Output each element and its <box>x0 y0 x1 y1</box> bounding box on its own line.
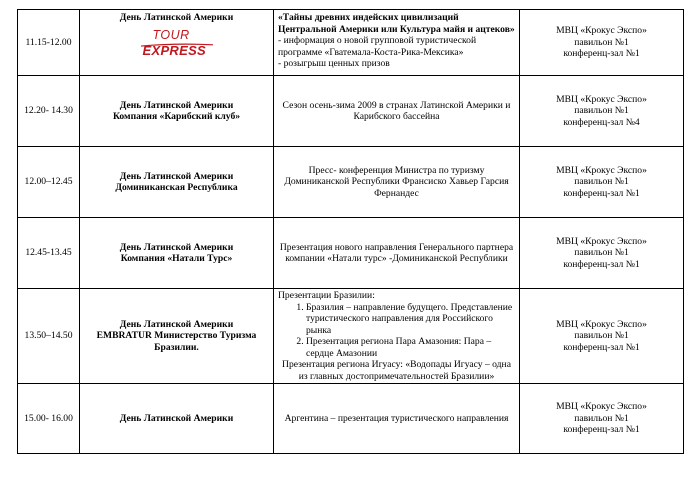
description-line: Сезон осень-зима 2009 в странах Латинско… <box>282 99 511 123</box>
event-cell: День Латинской Америки Доминиканская Рес… <box>79 146 274 218</box>
list-item: Презентация региона Пара Амазония: Пара … <box>306 336 515 359</box>
event-cell: День Латинской Америки Компания «Карибск… <box>79 75 274 147</box>
description-cell: Презентации Бразилии: Бразилия – направл… <box>273 288 520 384</box>
event-cell: День Латинской Америки <box>79 383 274 454</box>
event-cell: День Латинской Америки TOUR EXPRESS <box>79 9 274 76</box>
pavilion: павильон №1 <box>574 105 629 117</box>
description-line: Пресс- конференция Министра по туризму Д… <box>284 164 509 199</box>
place-cell: МВЦ «Крокус Экспо» павильон №1 конференц… <box>519 383 684 454</box>
description-line: Презентация нового направления Генеральн… <box>279 241 514 265</box>
event-title: День Латинской Америки <box>119 318 234 330</box>
logo-line1: TOUR <box>152 27 190 42</box>
event-title: День Латинской Америки <box>119 241 234 253</box>
venue: МВЦ «Крокус Экспо» <box>556 93 647 105</box>
time-cell: 11.15-12.00 <box>17 9 80 76</box>
place-cell: МВЦ «Крокус Экспо» павильон №1 конференц… <box>519 9 684 76</box>
time-cell: 15.00- 16.00 <box>17 383 80 454</box>
table-row: 12.00–12.45 День Латинской Америки Домин… <box>17 146 684 218</box>
description-cell: Аргентина – презентация туристического н… <box>273 383 520 454</box>
event-title: День Латинской Америки <box>119 99 234 111</box>
description-line: - информация о новой групповой туристиче… <box>278 35 477 58</box>
description-line: - розыгрыш ценных призов <box>278 58 390 69</box>
time-cell: 12.20- 14.30 <box>17 75 80 147</box>
place-cell: МВЦ «Крокус Экспо» павильон №1 конференц… <box>519 288 684 384</box>
time-cell: 12.00–12.45 <box>17 146 80 218</box>
event-cell: День Латинской Америки EMBRATUR Министер… <box>79 288 274 384</box>
table-row: 12.45-13.45 День Латинской Америки Компа… <box>17 217 684 289</box>
venue: МВЦ «Крокус Экспо» <box>556 318 647 330</box>
presentation-list: Бразилия – направление будущего. Предста… <box>278 302 515 360</box>
event-title: День Латинской Америки <box>119 170 234 182</box>
description-cell: Пресс- конференция Министра по туризму Д… <box>273 146 520 218</box>
logo-swoosh-icon <box>140 42 213 47</box>
description-outro: Презентация региона Игуасу: «Водопады Иг… <box>282 359 511 382</box>
tour-express-logo: TOUR EXPRESS <box>139 27 215 61</box>
place-cell: МВЦ «Крокус Экспо» павильон №1 конференц… <box>519 146 684 218</box>
time-cell: 13.50–14.50 <box>17 288 80 384</box>
time-cell: 12.45-13.45 <box>17 217 80 289</box>
venue: МВЦ «Крокус Экспо» <box>556 235 647 247</box>
table-row: 12.20- 14.30 День Латинской Америки Комп… <box>17 75 684 147</box>
hall: конференц-зал №1 <box>563 341 640 353</box>
pavilion: павильон №1 <box>574 247 629 259</box>
place-cell: МВЦ «Крокус Экспо» павильон №1 конференц… <box>519 217 684 289</box>
description-intro: Презентации Бразилии: <box>278 290 375 301</box>
schedule-table: 11.15-12.00 День Латинской Америки TOUR … <box>17 9 684 454</box>
hall: конференц-зал №1 <box>563 48 640 60</box>
event-organizer: Доминиканская Республика <box>115 182 238 193</box>
table-row: 15.00- 16.00 День Латинской Америки Арге… <box>17 383 684 454</box>
event-organizer: EMBRATUR Министерство Туризма Бразилии. <box>96 330 257 353</box>
description-cell: «Тайны древних индейских цивилизаций Цен… <box>273 9 520 76</box>
description-cell: Сезон осень-зима 2009 в странах Латинско… <box>273 75 520 147</box>
logo-line2: EXPRESS <box>142 42 207 58</box>
venue: МВЦ «Крокус Экспо» <box>556 401 647 413</box>
place-cell: МВЦ «Крокус Экспо» павильон №1 конференц… <box>519 75 684 147</box>
program-title: «Тайны древних индейских цивилизаций Цен… <box>278 12 515 35</box>
event-cell: День Латинской Америки Компания «Натали … <box>79 217 274 289</box>
pavilion: павильон №1 <box>574 412 629 424</box>
event-organizer: Компания «Карибский клуб» <box>112 111 241 122</box>
pavilion: павильон №1 <box>574 176 629 188</box>
hall: конференц-зал №4 <box>563 116 640 128</box>
description-line: Аргентина – презентация туристического н… <box>284 412 509 424</box>
hall: конференц-зал №1 <box>563 187 640 199</box>
pavilion: павильон №1 <box>574 36 629 48</box>
event-title: День Латинской Америки <box>119 412 234 424</box>
venue: МВЦ «Крокус Экспо» <box>556 25 647 37</box>
description-cell: Презентация нового направления Генеральн… <box>273 217 520 289</box>
event-title: День Латинской Америки <box>119 12 234 23</box>
table-row: 13.50–14.50 День Латинской Америки EMBRA… <box>17 288 684 384</box>
hall: конференц-зал №1 <box>563 258 640 270</box>
table-row: 11.15-12.00 День Латинской Америки TOUR … <box>17 9 684 76</box>
venue: МВЦ «Крокус Экспо» <box>556 164 647 176</box>
hall: конференц-зал №1 <box>563 424 640 436</box>
event-organizer: Компания «Натали Турс» <box>120 253 233 264</box>
pavilion: павильон №1 <box>574 330 629 342</box>
list-item: Бразилия – направление будущего. Предста… <box>306 302 515 337</box>
